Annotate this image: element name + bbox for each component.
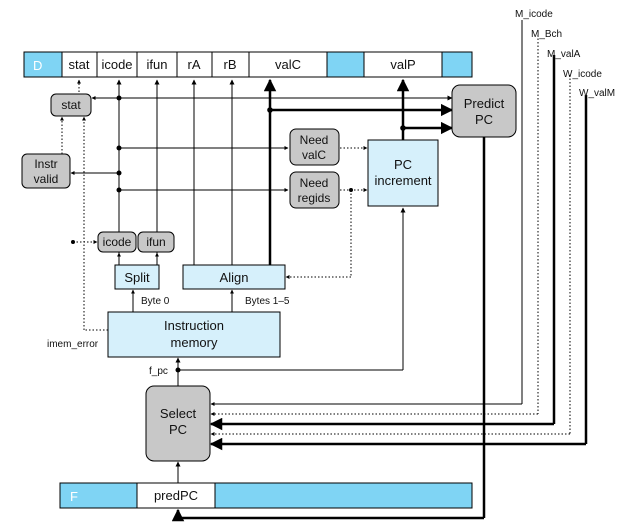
stat-block-label: stat [61, 98, 81, 112]
split-block: Split [114, 264, 160, 290]
instr-valid-label-line2: valid [34, 172, 59, 186]
signal-labels: Byte 0 Bytes 1–5 imem_error f_pc M_icode… [47, 9, 615, 377]
junction-dots [71, 95, 406, 373]
predict-pc-block: Predict PC [451, 84, 517, 138]
d-field-ra: rA [188, 57, 201, 72]
pc-increment-block: PC increment [367, 139, 439, 207]
align-block: Align [182, 264, 286, 290]
instr-valid-label-line1: Instr [34, 157, 57, 171]
d-field-stat: stat [69, 57, 90, 72]
pc-increment-label-line1: PC [394, 157, 412, 172]
d-field-valp: valP [390, 57, 415, 72]
m-icode-label: M_icode [515, 9, 553, 20]
ifun-block: ifun [137, 231, 175, 253]
stat-block: stat [50, 93, 92, 117]
w-icode-label: W_icode [563, 69, 602, 80]
m-vala-label: M_valA [547, 49, 581, 60]
instr-valid-block: Instr valid [21, 153, 71, 189]
f-pc-label: f_pc [149, 366, 168, 377]
select-pc-label-line2: PC [169, 422, 187, 437]
split-block-label: Split [124, 270, 150, 285]
d-field-icode: icode [101, 57, 132, 72]
align-block-label: Align [220, 270, 249, 285]
need-valc-block: Need valC [289, 128, 340, 166]
pc-increment-label-line2: increment [374, 173, 431, 188]
need-regids-block: Need regids [289, 171, 340, 209]
w-valm-label: W_valM [579, 88, 615, 99]
d-field-rb: rB [224, 57, 237, 72]
m-bch-label: M_Bch [531, 29, 562, 40]
dotted-wires [60, 35, 571, 436]
predict-pc-label-line1: Predict [464, 96, 505, 111]
f-register-label: F [70, 489, 78, 504]
d-field-valc: valC [275, 57, 301, 72]
select-pc-label-line1: Select [160, 406, 197, 421]
d-register-label: D [33, 58, 42, 73]
instruction-memory-label-line2: memory [171, 335, 218, 350]
predict-pc-label-line2: PC [475, 112, 493, 127]
instruction-memory-block: Instruction memory [107, 311, 281, 358]
bytes15-label: Bytes 1–5 [245, 296, 290, 307]
need-valc-label-line1: Need [300, 133, 329, 147]
ifun-block-label: ifun [146, 235, 165, 249]
d-pipeline-register: D stat icode ifun rA rB valC valP [23, 51, 473, 78]
need-regids-label-line1: Need [300, 176, 329, 190]
d-field-ifun: ifun [147, 57, 168, 72]
byte0-label: Byte 0 [141, 296, 170, 307]
icode-block-label: icode [103, 235, 132, 249]
select-pc-block: Select PC [145, 385, 211, 462]
imem-error-label: imem_error [47, 339, 99, 350]
need-regids-label-line2: regids [298, 191, 331, 205]
f-pipeline-register: F predPC [59, 482, 473, 509]
icode-block: icode [97, 231, 137, 253]
instruction-memory-label-line1: Instruction [164, 318, 224, 333]
need-valc-label-line2: valC [302, 148, 326, 162]
f-field-predpc: predPC [154, 488, 198, 503]
wires [70, 20, 523, 483]
